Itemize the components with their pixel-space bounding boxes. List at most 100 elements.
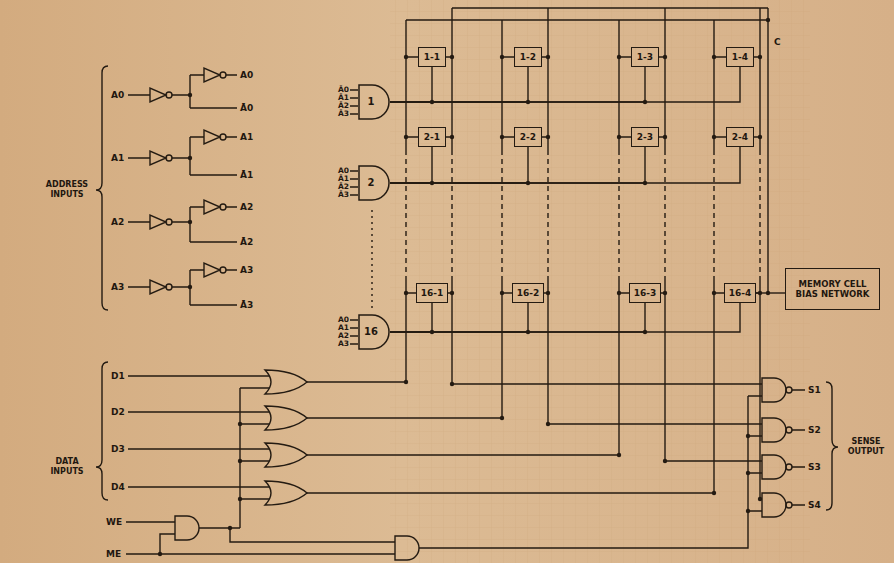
- bracket: [96, 362, 108, 500]
- signal-label: Ā3: [240, 300, 253, 311]
- bracket-label: SENSE OUTPUT: [841, 437, 891, 457]
- memory-cell: 1-3: [631, 47, 659, 67]
- nand-gate-symbol: [762, 418, 792, 442]
- signal-label: A3: [240, 265, 253, 276]
- cell-number: 1-3: [637, 52, 653, 63]
- signal-label: A0: [240, 70, 253, 81]
- cell-number: 16-3: [634, 288, 657, 299]
- gate-number: 16: [364, 326, 378, 338]
- and-gate-symbol: [395, 536, 419, 560]
- memory-cell: 1-2: [514, 47, 542, 67]
- wire: [390, 303, 740, 332]
- junction-dot: [546, 291, 550, 295]
- junction-dot: [238, 459, 242, 463]
- inverter-symbol: [204, 263, 226, 277]
- sense-wire: [792, 390, 805, 505]
- signal-label: A3: [111, 282, 124, 293]
- control-wire: [126, 522, 395, 554]
- bit-line: [307, 8, 762, 461]
- junction-dot: [188, 220, 192, 224]
- inverter-symbol: [150, 151, 172, 165]
- signal-label: A1: [240, 132, 253, 143]
- signal-label: WE: [106, 517, 122, 528]
- junction-dot: [712, 491, 716, 495]
- inverter-symbol: [204, 130, 226, 144]
- bracket-label: DATA INPUTS: [42, 457, 92, 477]
- signal-label: Ā3: [338, 190, 349, 200]
- inverter-symbol: [204, 200, 226, 214]
- cell-number: 16-1: [421, 288, 444, 299]
- signal-label: D2: [111, 407, 125, 418]
- signal-label: Ā2: [240, 237, 253, 248]
- cell-number: 2-4: [732, 132, 748, 143]
- signal-label: ME: [106, 549, 121, 560]
- wire: [390, 67, 432, 102]
- data-wire: [128, 376, 269, 487]
- memory-cell: 1-4: [726, 47, 754, 67]
- bit-line: [307, 8, 762, 424]
- or-gate-symbol: [265, 481, 307, 505]
- gate-number: 2: [368, 177, 375, 189]
- bracket: [96, 66, 108, 310]
- cell-number: 2-3: [637, 132, 653, 143]
- junction-dot: [450, 135, 454, 139]
- junction-dot: [158, 552, 162, 556]
- junction-dot: [663, 135, 667, 139]
- junction-dot: [228, 526, 232, 530]
- junction-dot: [188, 285, 192, 289]
- signal-label: S3: [808, 462, 821, 473]
- wiring: [96, 8, 838, 560]
- omitted-bit-line: [406, 150, 760, 280]
- address-wire: [128, 137, 237, 175]
- wire: [390, 67, 740, 102]
- cell-number: 2-1: [424, 132, 440, 143]
- and-gate: 1: [358, 84, 390, 120]
- wire: [756, 292, 785, 293]
- junction-dot: [712, 291, 716, 295]
- wire: [390, 147, 645, 183]
- junction-dot: [746, 471, 750, 475]
- address-wire: [128, 75, 237, 108]
- wire: [390, 303, 528, 332]
- gate-number: 1: [368, 96, 375, 108]
- junction-dot: [766, 18, 770, 22]
- wire: [390, 147, 432, 183]
- bit-line: [307, 8, 762, 384]
- signal-label: A2: [240, 202, 253, 213]
- junction-dot: [188, 156, 192, 160]
- cell-number: 1-1: [424, 52, 440, 63]
- address-wire: [128, 270, 237, 305]
- and-gate-outline: [359, 315, 389, 349]
- junction-dot: [746, 509, 750, 513]
- bracket: [826, 382, 838, 510]
- junction-dot: [546, 55, 550, 59]
- cell-number: 16-4: [729, 288, 752, 299]
- cell-number: 16-2: [517, 288, 540, 299]
- memory-cell: 16-4: [724, 283, 756, 303]
- memory-cell: 2-4: [726, 127, 754, 147]
- junction-dot: [188, 93, 192, 97]
- wire: [390, 147, 740, 183]
- gate-input-stub: [350, 90, 358, 344]
- or-gate-symbol: [265, 370, 307, 394]
- wire: [390, 67, 528, 102]
- signal-label: D1: [111, 371, 125, 382]
- junction-dot: [758, 135, 762, 139]
- and-gate-outline: [359, 166, 389, 200]
- junction-dot: [758, 497, 762, 501]
- junction-dot: [663, 291, 667, 295]
- signal-label: Ā3: [338, 109, 349, 119]
- memory-cell: 16-2: [512, 283, 544, 303]
- and-gate-symbol: [175, 516, 199, 540]
- signal-label: A3: [338, 339, 349, 349]
- signal-label: A0: [111, 90, 124, 101]
- wire: [406, 57, 418, 137]
- junction-dot: [238, 497, 242, 501]
- nand-gate-symbol: [762, 455, 792, 479]
- bias-network-box: MEMORY CELL BIAS NETWORK: [785, 268, 880, 310]
- junction-dot: [500, 291, 504, 295]
- junction-dot: [404, 291, 408, 295]
